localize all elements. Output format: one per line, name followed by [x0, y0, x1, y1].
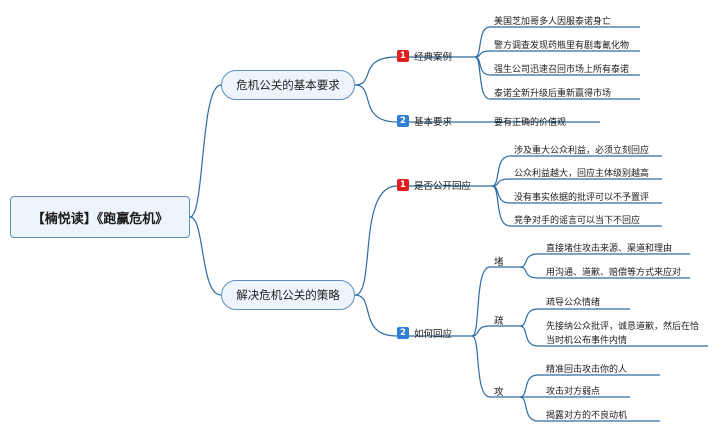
sub-basic-requirement-label: 基本要求	[414, 117, 453, 128]
connector-guide-0	[519, 308, 630, 327]
leaf-item[interactable]: 攻击对方弱点	[546, 386, 601, 397]
leaf-item[interactable]: 揭露对方的不良动机	[546, 410, 628, 421]
sub-how-to-respond[interactable]: 2 如何回应	[397, 326, 452, 340]
sub-public-response[interactable]: 1 是否公开回应	[397, 178, 471, 192]
connector-b1s1-leaf-0	[474, 26, 640, 58]
leaf-item[interactable]: 美国芝加哥多人因服泰诺身亡	[494, 16, 612, 27]
connector-b1-s2	[354, 84, 475, 123]
leaf-item[interactable]: 当时机公布事件内情	[546, 335, 628, 346]
leaf-item[interactable]: 先接纳公众批评，诚恳道歉，然后在恰	[546, 321, 700, 332]
leaf-item[interactable]: 强生公司迅速召回市场上所有泰诺	[494, 64, 630, 75]
group-guide[interactable]: 疏	[494, 316, 504, 327]
leaf-item[interactable]: 泰诺全新升级后重新赢得市场	[494, 88, 612, 99]
connector-block-0	[519, 253, 690, 268]
leaf-item[interactable]: 直接堵住攻击来源、渠道和理由	[546, 243, 673, 254]
connector-block-1	[519, 266, 690, 279]
connector-b1-s1	[354, 56, 475, 86]
sub-basic-requirement[interactable]: 2 基本要求	[397, 114, 452, 128]
connector-b1s1-leaf-1	[474, 50, 640, 58]
leaf-item[interactable]: 用沟通、道歉、赔偿等方式来应对	[546, 267, 682, 278]
connector-guide-1	[519, 325, 708, 347]
branch-response-strategy[interactable]: 解决危机公关的策略	[221, 280, 355, 310]
connector-root-b2	[189, 216, 222, 296]
leaf-item[interactable]: 没有事实依据的批评可以不予置评	[514, 192, 650, 203]
leaf-item[interactable]: 竞争对手的谣言可以当下不回应	[514, 215, 641, 226]
connector-group-guide	[471, 325, 520, 337]
leaf-item[interactable]: 警方调查发现药瓶里有剧毒氰化物	[494, 40, 630, 51]
branch-basic-requirements[interactable]: 危机公关的基本要求	[221, 70, 355, 100]
leaf-item[interactable]: 要有正确的价值观	[494, 117, 567, 128]
connector-b2s1-leaf-1	[491, 178, 662, 187]
leaf-item[interactable]: 疏导公众情绪	[546, 297, 601, 308]
connector-b2s1-leaf-3	[491, 185, 662, 227]
leaf-item[interactable]: 公众利益越大，回应主体级别越高	[514, 168, 650, 179]
connector-b2-s1	[354, 185, 492, 296]
leaf-item[interactable]: 涉及重大公众利益，必须立刻回应	[514, 145, 650, 156]
sub-classic-case-label: 经典案例	[414, 52, 453, 63]
root-node[interactable]: 【楠悦读】《跑赢危机》	[10, 196, 190, 238]
number-badge: 2	[397, 327, 409, 339]
connector-group-attack	[471, 335, 520, 398]
connector-b2s1-leaf-0	[491, 155, 662, 187]
connector-attack-2	[519, 396, 660, 422]
connector-b2-s2	[354, 294, 472, 337]
sub-classic-case[interactable]: 1 经典案例	[397, 49, 452, 63]
connector-attack-0	[519, 374, 660, 398]
number-badge: 1	[397, 50, 409, 62]
connector-group-block	[471, 266, 520, 337]
group-block[interactable]: 堵	[494, 257, 504, 268]
number-badge: 1	[397, 179, 409, 191]
group-attack[interactable]: 攻	[494, 387, 504, 398]
connector-b1s1-leaf-3	[474, 56, 640, 100]
sub-how-to-respond-label: 如何回应	[414, 329, 453, 340]
sub-public-response-label: 是否公开回应	[414, 181, 472, 192]
connector-root-b1	[189, 84, 222, 218]
leaf-item[interactable]: 精准回击攻击你的人	[546, 364, 628, 375]
number-badge: 2	[397, 115, 409, 127]
